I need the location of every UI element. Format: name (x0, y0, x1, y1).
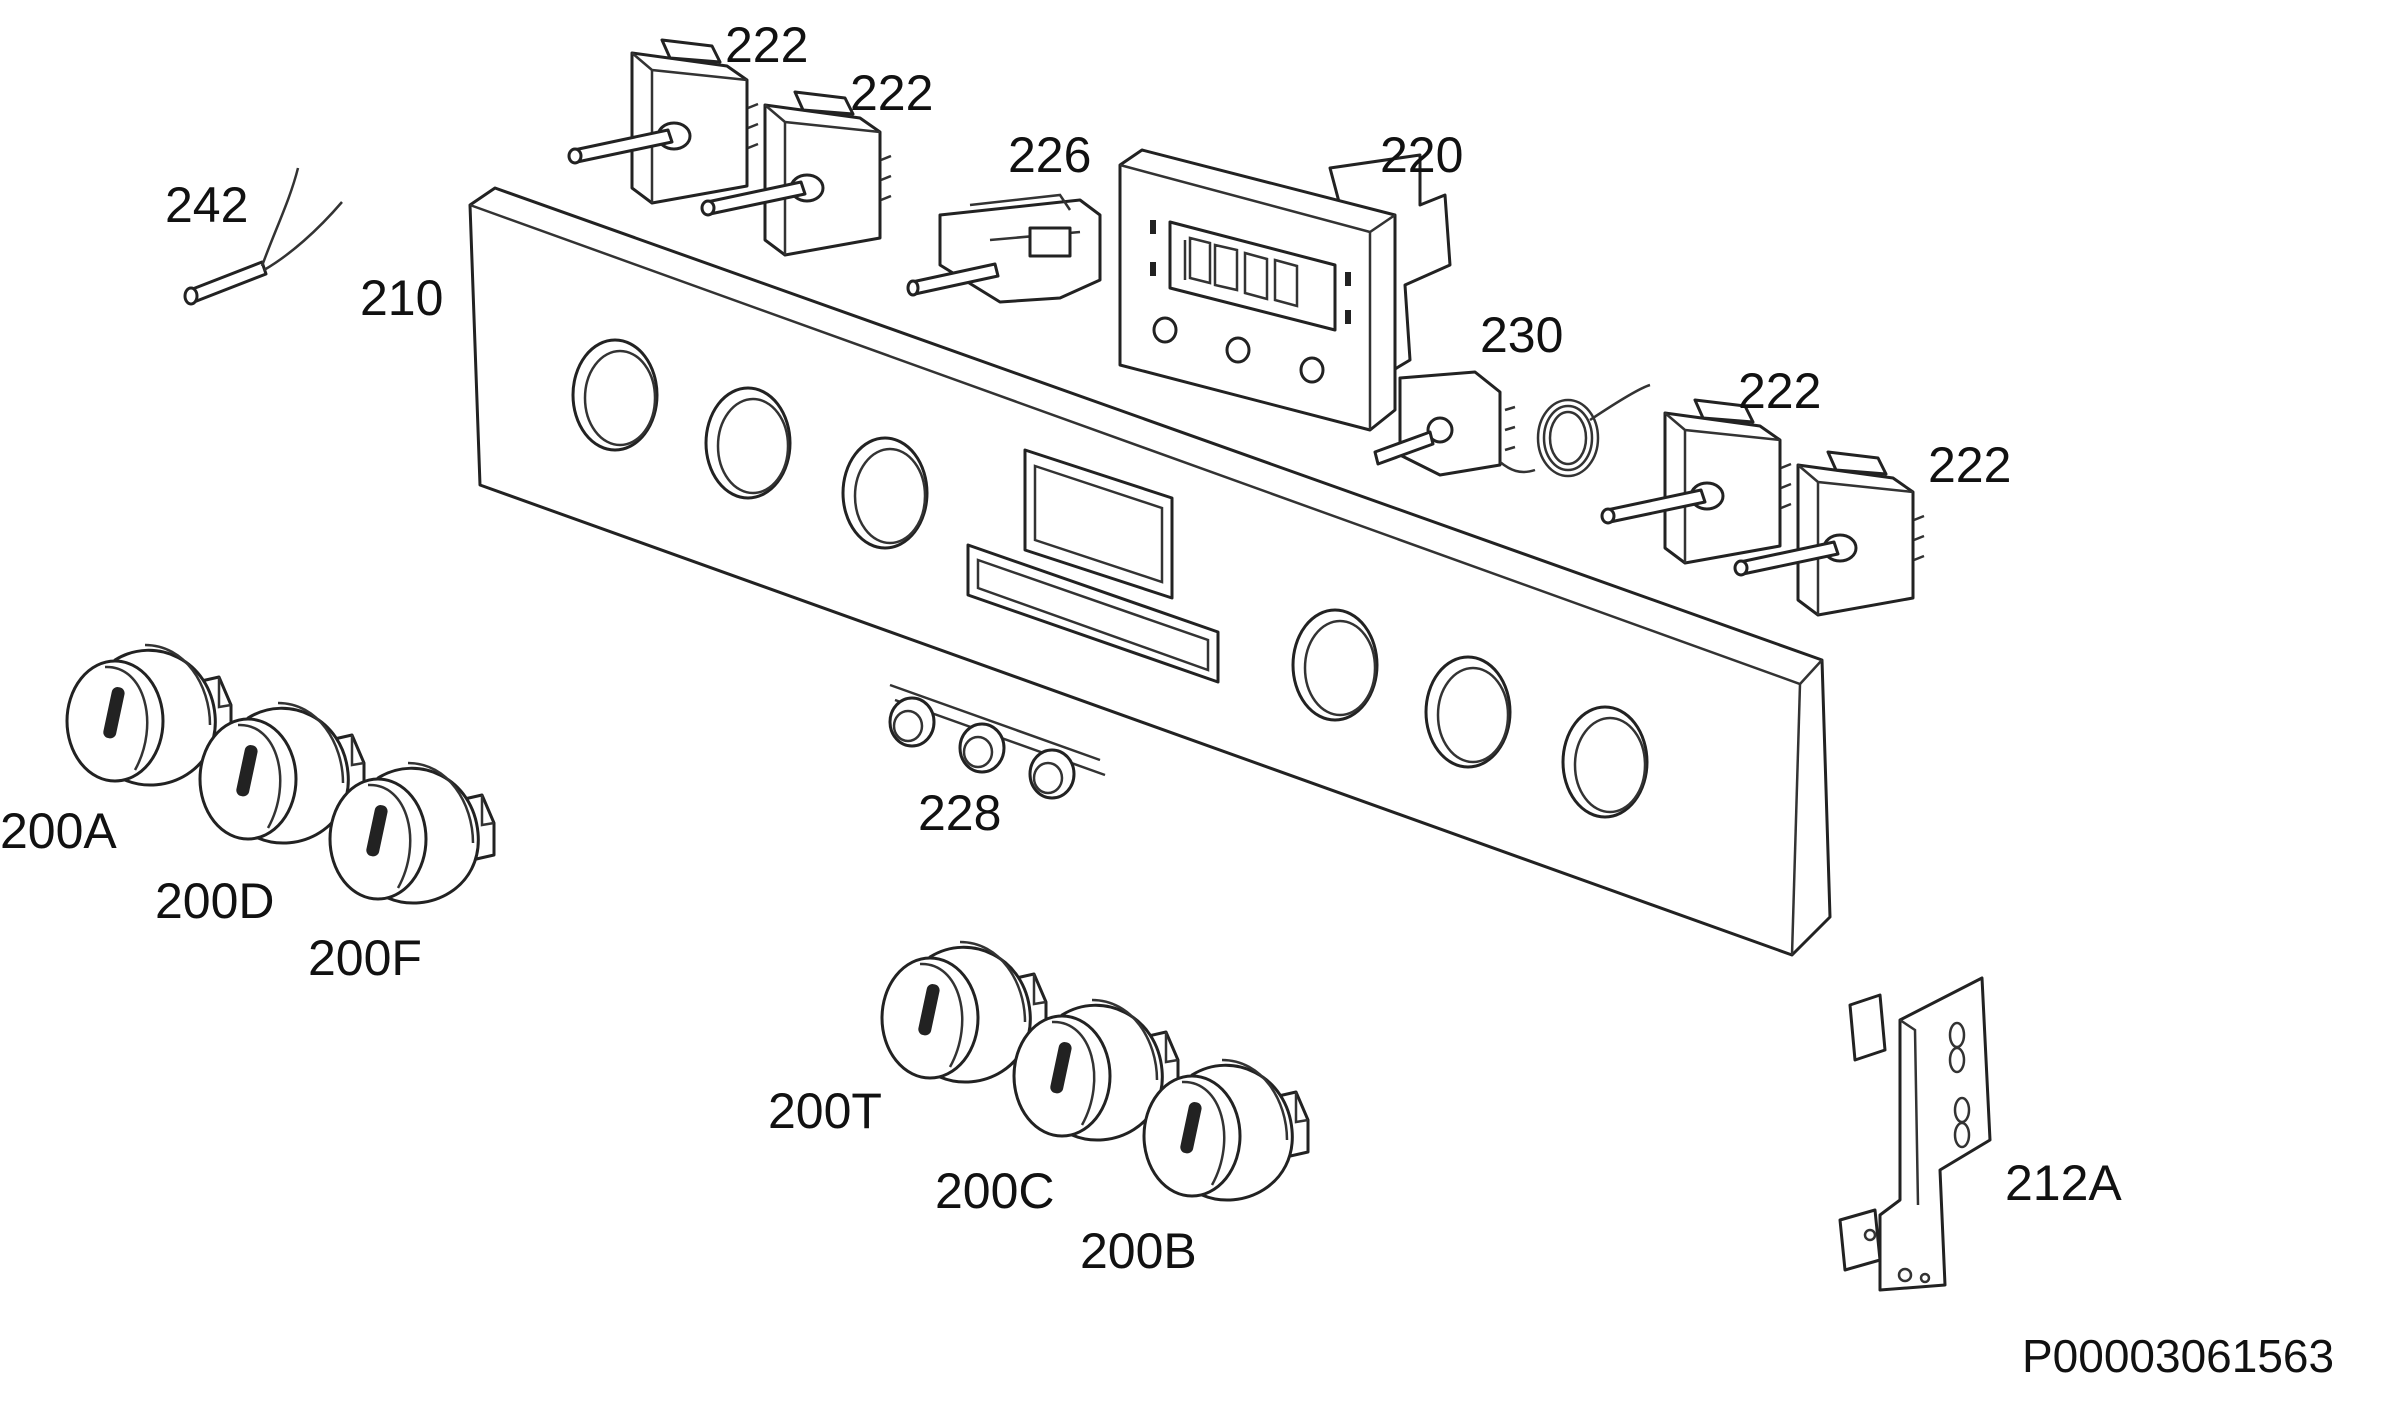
label-220: 220 (1380, 127, 1463, 183)
label-222-3: 222 (1738, 363, 1821, 419)
label-212a: 212A (2005, 1155, 2122, 1211)
label-226: 226 (1008, 127, 1091, 183)
temperature-sensor-icon (183, 167, 343, 306)
label-230: 230 (1480, 307, 1563, 363)
label-222-4: 222 (1928, 437, 2011, 493)
digital-timer-icon (1118, 148, 1452, 432)
rotary-switch-icon (1600, 398, 1793, 565)
label-200d: 200D (155, 873, 275, 929)
label-200c: 200C (935, 1163, 1055, 1219)
label-210: 210 (360, 270, 443, 326)
thermostat-icon (1373, 370, 1651, 478)
document-id: P00003061563 (2022, 1330, 2334, 1382)
label-222-2: 222 (850, 65, 933, 121)
label-200t: 200T (768, 1083, 882, 1139)
label-200f: 200F (308, 930, 422, 986)
label-222-1: 222 (725, 17, 808, 73)
control-panel (468, 186, 1832, 957)
push-button-icon (888, 683, 1106, 800)
label-200b: 200B (1080, 1223, 1197, 1279)
mounting-bracket-icon (1838, 976, 1992, 1292)
selector-switch-icon (906, 193, 1102, 304)
label-242: 242 (165, 177, 248, 233)
label-200a: 200A (0, 803, 117, 859)
label-228: 228 (918, 785, 1001, 841)
